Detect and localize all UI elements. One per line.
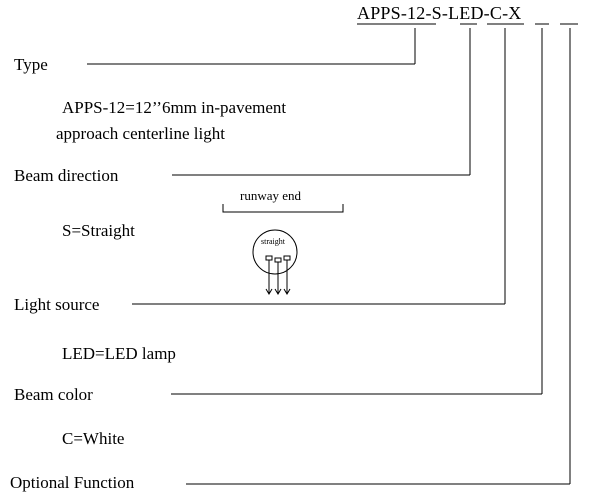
code-segment-color: C	[489, 3, 503, 23]
type-description-line2: approach centerline light	[56, 124, 225, 143]
light-source-label: Light source	[14, 295, 100, 314]
light-source-option: LED=LED lamp	[62, 344, 176, 363]
beam-color-option: C=White	[62, 429, 125, 448]
runway-end-label: runway end	[240, 188, 302, 203]
code-separator: -	[425, 3, 432, 23]
beam-color-label: Beam color	[14, 385, 93, 404]
ordering-code: APPS-12-S-LED-C-X	[357, 4, 521, 22]
code-segment-source: LED	[448, 3, 484, 23]
optional-function-label: Optional Function	[10, 473, 135, 492]
code-segment-optional: X	[508, 3, 522, 23]
straight-icon-label: straight	[261, 237, 285, 246]
code-separator: -	[441, 3, 449, 23]
code-segment-direction: S	[431, 3, 442, 23]
code-separator: -	[483, 3, 490, 23]
beam-direction-option: S=Straight	[62, 221, 135, 240]
code-segment-type: APPS-12	[357, 3, 426, 23]
straight-beam-icon	[252, 229, 298, 295]
runway-end-bracket	[222, 204, 344, 213]
type-description-line1: APPS-12=12’’6mm in-pavement	[62, 98, 287, 117]
beam-direction-label: Beam direction	[14, 166, 119, 185]
code-separator: -	[502, 3, 509, 23]
type-label: Type	[14, 55, 48, 74]
